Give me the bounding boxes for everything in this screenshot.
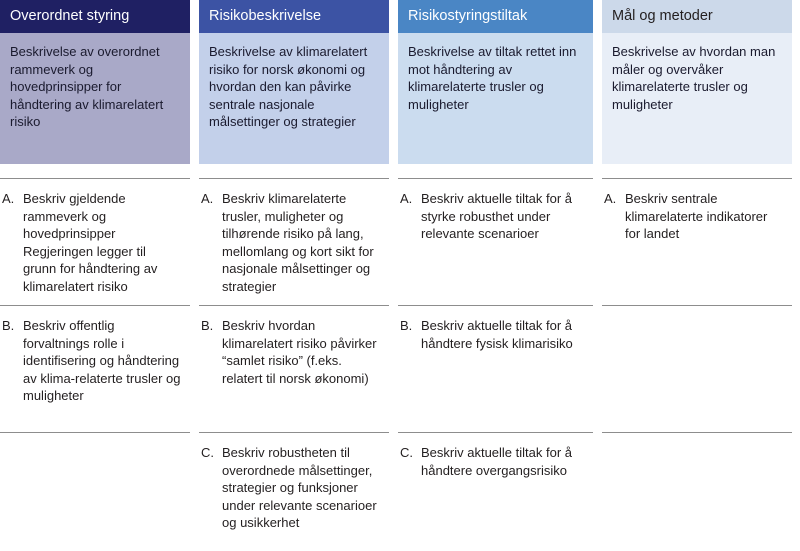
column-header-panel: Overordnet styring Beskrivelse av overor… [0,0,190,164]
list-item-letter: C. [400,445,413,460]
list-item: A. Beskriv klimarelaterte trusler, mulig… [199,178,389,305]
column-title: Risikostyringstiltak [398,0,593,33]
list-item: A. Beskriv gjeldende rammeverk og hovedp… [0,178,190,305]
column-mal-og-metoder: Mål og metoder Beskrivelse av hvordan ma… [602,0,792,551]
list-item-letter: B. [201,318,214,333]
column-items: A. Beskriv gjeldende rammeverk og hovedp… [0,164,190,551]
list-item-letter: C. [201,445,214,460]
list-item: B. Beskriv aktuelle tiltak for å håndter… [398,305,593,432]
list-item: A. Beskriv sentrale klimarelaterte indik… [602,178,792,305]
list-item-text: Beskriv aktuelle tiltak for å håndtere f… [421,318,573,351]
list-item-text: Beskriv robustheten til overordnede måls… [222,445,377,530]
list-item-text: Beskriv hvordan klimarelatert risiko påv… [222,318,377,386]
list-item-empty [0,432,190,551]
column-items: A. Beskriv sentrale klimarelaterte indik… [602,164,792,551]
column-title: Risikobeskrivelse [199,0,389,33]
column-overordnet-styring: Overordnet styring Beskrivelse av overor… [0,0,190,551]
list-item-letter: A. [201,191,214,206]
column-items: A. Beskriv klimarelaterte trusler, mulig… [199,164,389,551]
list-item-empty [602,432,792,551]
column-items: A. Beskriv aktuelle tiltak for å styrke … [398,164,593,551]
list-item: C. Beskriv robustheten til overordnede m… [199,432,389,551]
list-item-text: Beskriv klimarelaterte trusler, mulighet… [222,191,374,294]
list-item: B. Beskriv hvordan klimarelatert risiko … [199,305,389,432]
column-risikobeskrivelse: Risikobeskrivelse Beskrivelse av klimare… [199,0,389,551]
list-item: C. Beskriv aktuelle tiltak for å håndter… [398,432,593,551]
column-title: Overordnet styring [0,0,190,33]
column-description: Beskrivelse av overordnet rammeverk og h… [0,33,190,164]
list-item-letter: B. [400,318,413,333]
list-item: A. Beskriv aktuelle tiltak for å styrke … [398,178,593,305]
column-title: Mål og metoder [602,0,792,33]
list-item-letter: B. [2,318,15,333]
list-item-text: Beskriv gjeldende rammeverk og hovedprin… [23,191,158,294]
list-item-text: Beskriv aktuelle tiltak for å håndtere o… [421,445,573,478]
column-description: Beskrivelse av tiltak rettet inn mot hån… [398,33,593,164]
list-item-letter: A. [604,191,617,206]
column-description: Beskrivelse av hvordan man måler og over… [602,33,792,164]
column-header-panel: Risikostyringstiltak Beskrivelse av tilt… [398,0,593,164]
list-item-text: Beskriv offentlig forvaltnings rolle i i… [23,318,181,403]
list-item-text: Beskriv aktuelle tiltak for å styrke rob… [421,191,573,241]
list-item-text: Beskriv sentrale klimarelaterte indikato… [625,191,768,241]
list-item-letter: A. [400,191,413,206]
list-item-letter: A. [2,191,15,206]
column-header-panel: Mål og metoder Beskrivelse av hvordan ma… [602,0,792,164]
column-description: Beskrivelse av klimarelatert risiko for … [199,33,389,164]
list-item: B. Beskriv offentlig forvaltnings rolle … [0,305,190,432]
column-header-panel: Risikobeskrivelse Beskrivelse av klimare… [199,0,389,164]
column-risikostyringstiltak: Risikostyringstiltak Beskrivelse av tilt… [398,0,593,551]
list-item-empty [602,305,792,432]
